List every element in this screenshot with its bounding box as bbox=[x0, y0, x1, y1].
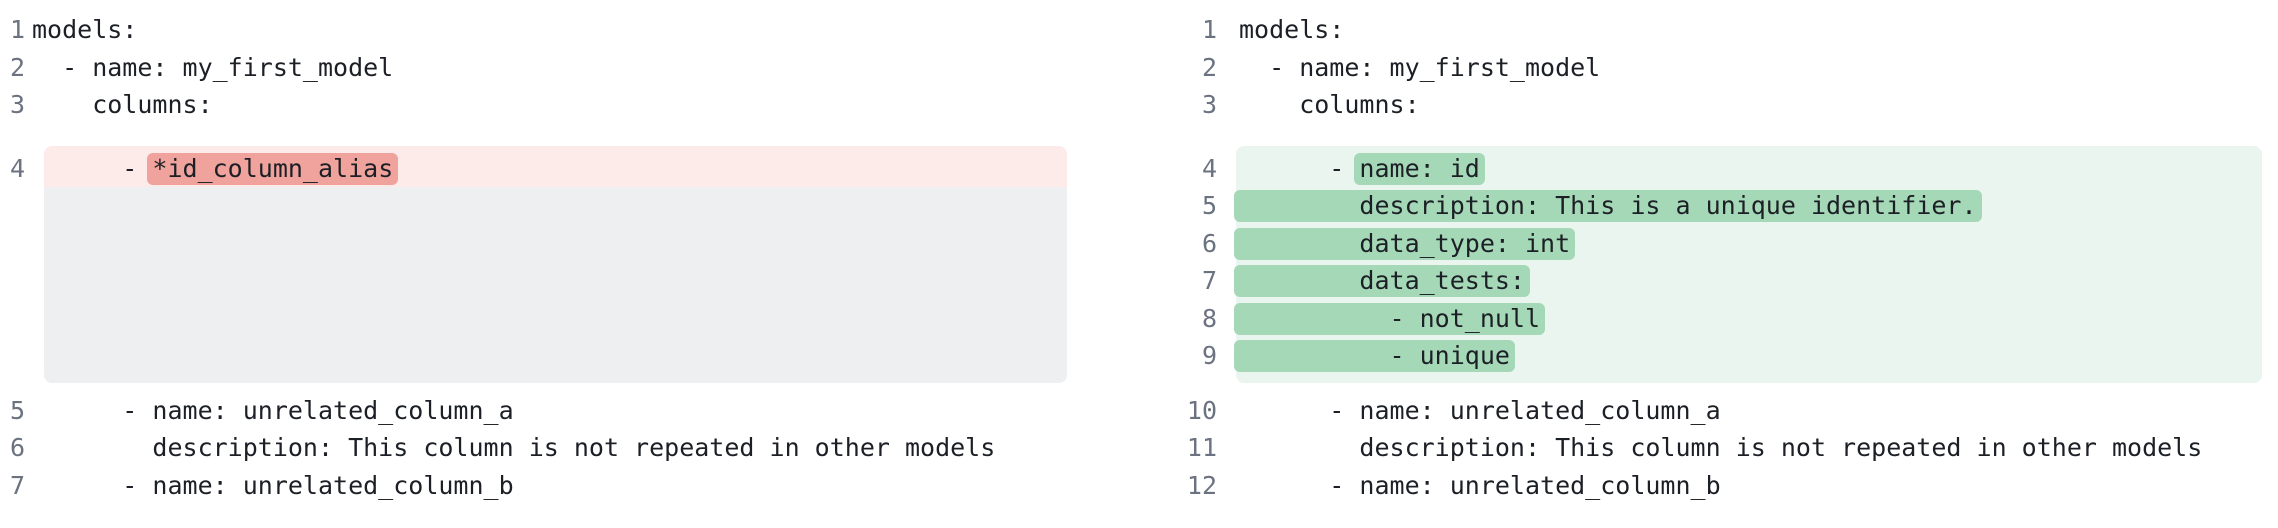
code-line: 9 - unique bbox=[1139, 337, 2278, 375]
line-content: models: bbox=[32, 11, 137, 49]
line-number: 5 bbox=[1201, 191, 1217, 220]
code-line: 5 - name: unrelated_column_a bbox=[0, 392, 1139, 430]
code-line: 7 - name: unrelated_column_b bbox=[0, 467, 1139, 505]
line-content: - unique bbox=[1234, 337, 1515, 375]
code-line: 4 - *id_column_alias bbox=[0, 150, 1139, 188]
code-line: 12 - name: unrelated_column_b bbox=[1139, 467, 2278, 505]
code-text: columns: bbox=[32, 90, 213, 119]
code-line: 2 - name: my_first_model bbox=[0, 49, 1139, 87]
line-number: 8 bbox=[1201, 303, 1217, 333]
line-content: description: This column is not repeated… bbox=[1239, 429, 2202, 467]
code-text: description: This column is not repeated… bbox=[1239, 433, 2203, 462]
line-number: 2 bbox=[1201, 52, 1217, 82]
code-line: 11 description: This column is not repea… bbox=[1139, 429, 2278, 467]
code-line: 6 description: This column is not repeat… bbox=[0, 429, 1139, 467]
line-number: 6 bbox=[1201, 228, 1217, 258]
code-text: columns: bbox=[1239, 90, 1420, 119]
code-text: - name: unrelated_column_a bbox=[32, 395, 514, 425]
line-content: columns: bbox=[1239, 86, 1420, 124]
line-number: 9 bbox=[1201, 341, 1217, 370]
line-content: - name: unrelated_column_b bbox=[32, 467, 514, 505]
line-number: 1 bbox=[1201, 15, 1217, 44]
line-number: 6 bbox=[9, 433, 25, 462]
code-line: 10 - name: unrelated_column_a bbox=[1139, 392, 2278, 430]
code-line: 3 columns: bbox=[1139, 86, 2278, 124]
code-text: - name: unrelated_column_a bbox=[1239, 395, 1721, 425]
line-content: - name: id bbox=[1239, 150, 1485, 188]
line-number: 10 bbox=[1186, 395, 1217, 425]
line-content: - name: unrelated_column_b bbox=[1239, 467, 1721, 505]
line-content: data_type: int bbox=[1234, 225, 1576, 263]
line-content: models: bbox=[1239, 11, 1344, 49]
code-line: 1 models: bbox=[1139, 11, 2278, 49]
code-line: 5 description: This is a unique identifi… bbox=[1139, 187, 2278, 225]
line-content: - name: my_first_model bbox=[32, 49, 393, 87]
line-content: - name: unrelated_column_a bbox=[32, 392, 514, 430]
line-content: - name: my_first_model bbox=[1239, 49, 1600, 87]
line-number: 3 bbox=[9, 90, 25, 119]
line-number: 7 bbox=[1201, 266, 1217, 295]
code-line: 4 - name: id bbox=[1139, 150, 2278, 188]
code-text: - bbox=[32, 153, 153, 183]
line-content: - *id_column_alias bbox=[32, 150, 399, 188]
line-number: 4 bbox=[1201, 153, 1217, 183]
line-content: columns: bbox=[32, 86, 213, 124]
line-content: - name: unrelated_column_a bbox=[1239, 392, 1721, 430]
line-number: 3 bbox=[1201, 90, 1217, 119]
added-word-highlight: - not_null bbox=[1234, 302, 1546, 335]
code-line: 8 - not_null bbox=[1139, 300, 2278, 338]
line-number: 5 bbox=[9, 395, 25, 425]
code-line: 6 data_type: int bbox=[1139, 225, 2278, 263]
collapsed-lines-placeholder bbox=[44, 187, 1067, 383]
line-number: 2 bbox=[9, 52, 25, 82]
line-content: description: This is a unique identifier… bbox=[1234, 187, 1982, 225]
line-content: description: This column is not repeated… bbox=[32, 429, 995, 467]
line-content: - not_null bbox=[1234, 300, 1546, 338]
code-text: - name: my_first_model bbox=[1239, 52, 1601, 82]
removed-change-block: 4 - *id_column_alias bbox=[0, 145, 1139, 383]
code-text: - bbox=[1239, 153, 1360, 183]
added-word-highlight: name: id bbox=[1354, 152, 1485, 185]
code-text: - name: unrelated_column_b bbox=[32, 470, 514, 500]
removed-word-highlight: *id_column_alias bbox=[147, 152, 399, 185]
code-text: - name: my_first_model bbox=[32, 52, 394, 82]
code-line: 7 data_tests: bbox=[1139, 262, 2278, 300]
code-text: models: bbox=[1239, 15, 1345, 44]
line-number: 4 bbox=[9, 153, 25, 183]
collapsed-lines-space bbox=[0, 187, 1139, 375]
line-number: 11 bbox=[1186, 433, 1217, 462]
code-text: models: bbox=[32, 15, 138, 44]
line-content: data_tests: bbox=[1234, 262, 1530, 300]
line-number: 1 bbox=[9, 15, 25, 44]
added-word-highlight: description: This is a unique identifier… bbox=[1234, 190, 1982, 222]
added-word-highlight: data_type: int bbox=[1234, 227, 1576, 260]
code-line: 3 columns: bbox=[0, 86, 1139, 124]
code-text: - name: unrelated_column_b bbox=[1239, 470, 1721, 500]
line-number: 7 bbox=[9, 470, 25, 500]
added-word-highlight: - unique bbox=[1234, 340, 1515, 372]
added-word-highlight: data_tests: bbox=[1234, 265, 1530, 297]
code-text: description: This column is not repeated… bbox=[32, 433, 996, 462]
code-line: 2 - name: my_first_model bbox=[1139, 49, 2278, 87]
line-number: 12 bbox=[1186, 470, 1217, 500]
